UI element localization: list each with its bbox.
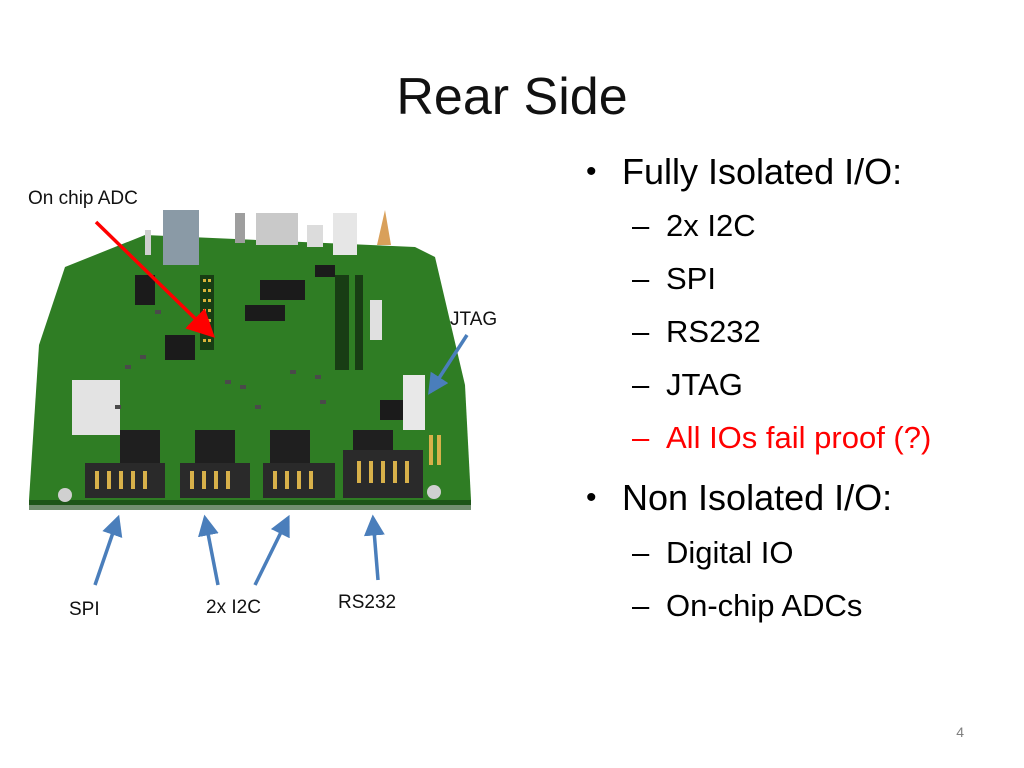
slide-title: Rear Side xyxy=(396,68,628,126)
dash-icon: – xyxy=(632,588,650,623)
dash-icon: – xyxy=(632,314,650,349)
bullet-dot-icon: • xyxy=(586,155,597,188)
i2c-arrow-2 xyxy=(253,514,290,586)
chip xyxy=(260,280,305,300)
label-on-chip-adc: On chip ADC xyxy=(28,188,138,209)
ethernet-connector xyxy=(163,210,199,265)
dash-icon: – xyxy=(632,420,650,455)
label-jtag: JTAG xyxy=(450,309,498,330)
dash-icon: – xyxy=(632,261,650,296)
pcb-board-image xyxy=(25,205,483,518)
jtag-connector xyxy=(403,375,425,430)
dash-icon: – xyxy=(632,208,650,243)
digital-io-connector xyxy=(72,380,120,435)
page-number: 4 xyxy=(956,724,964,740)
usb-connector xyxy=(256,213,298,245)
label-rs232: RS232 xyxy=(338,592,397,613)
bullet-dot-icon: • xyxy=(586,481,597,514)
i2c-arrow-1 xyxy=(198,514,220,586)
spi-arrow xyxy=(93,514,123,586)
label-spi: SPI xyxy=(69,599,100,620)
dash-icon: – xyxy=(632,367,650,402)
rs232-arrow xyxy=(363,514,385,581)
dash-icon: – xyxy=(632,535,650,570)
label-i2c: 2x I2C xyxy=(206,597,261,618)
